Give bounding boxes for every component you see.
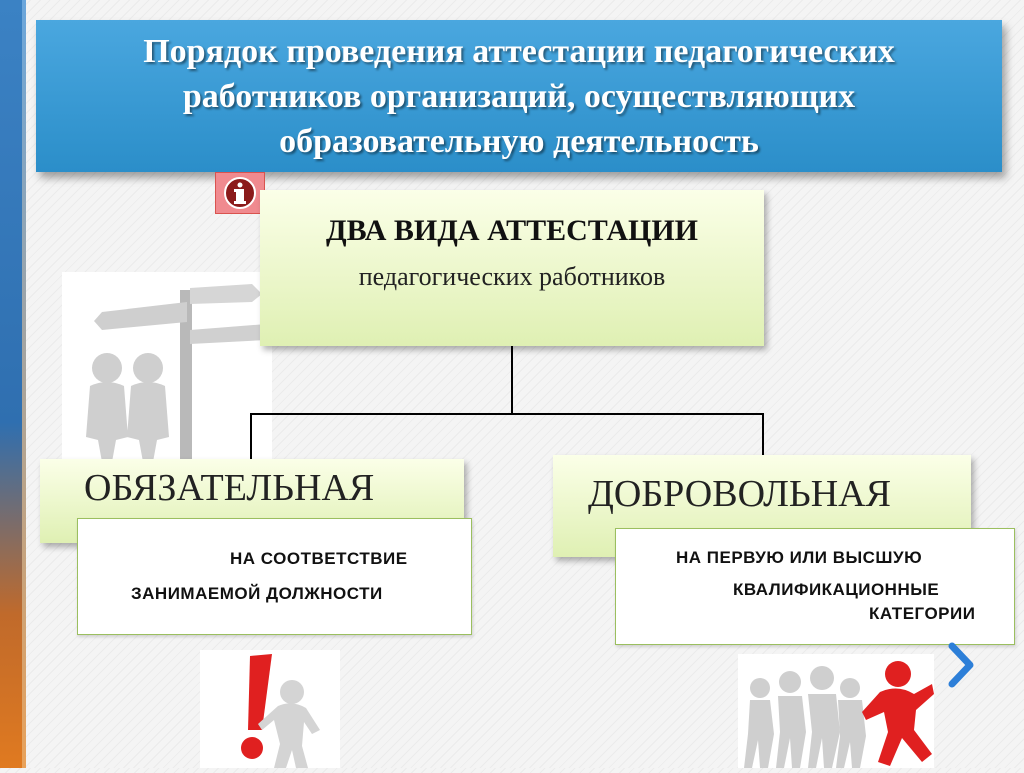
slide-title: Порядок проведения аттестации педагогиче… — [143, 32, 895, 160]
attestation-types-title: ДВА ВИДА АТТЕСТАЦИИ — [326, 214, 698, 247]
running-people-image — [738, 654, 934, 768]
info-icon[interactable] — [215, 172, 265, 214]
connector-horizontal-right — [511, 413, 764, 415]
title-banner: Порядок проведения аттестации педагогиче… — [36, 20, 1002, 172]
voluntary-detail-line3: КАТЕГОРИИ — [869, 604, 976, 623]
connector-vertical-left — [250, 413, 252, 461]
voluntary-detail-box — [615, 528, 1015, 645]
info-icon-glyph — [224, 177, 256, 209]
connector-vertical-right — [762, 413, 764, 457]
attestation-types-box: ДВА ВИДА АТТЕСТАЦИИ педагогических работ… — [260, 190, 764, 346]
mandatory-type-label: ОБЯЗАТЕЛЬНАЯ — [84, 467, 375, 509]
connector-vertical-main — [511, 346, 513, 415]
voluntary-detail-line2: КВАЛИФИКАЦИОННЫЕ — [733, 580, 940, 599]
left-accent-bar — [0, 0, 26, 768]
exclamation-figure-image — [200, 650, 340, 768]
mandatory-detail-line2: ЗАНИМАЕМОЙ ДОЛЖНОСТИ — [131, 584, 383, 603]
voluntary-detail-line1: НА ПЕРВУЮ ИЛИ ВЫСШУЮ — [676, 548, 923, 567]
mandatory-detail-line1: НА СООТВЕТСТВИЕ — [230, 549, 408, 568]
mandatory-detail-box — [77, 518, 472, 635]
signpost-people-image — [62, 272, 272, 462]
connector-horizontal-left — [250, 413, 513, 415]
voluntary-type-label: ДОБРОВОЛЬНАЯ — [588, 473, 891, 515]
chevron-right-icon[interactable] — [946, 642, 976, 688]
attestation-types-subtitle: педагогических работников — [358, 262, 666, 291]
